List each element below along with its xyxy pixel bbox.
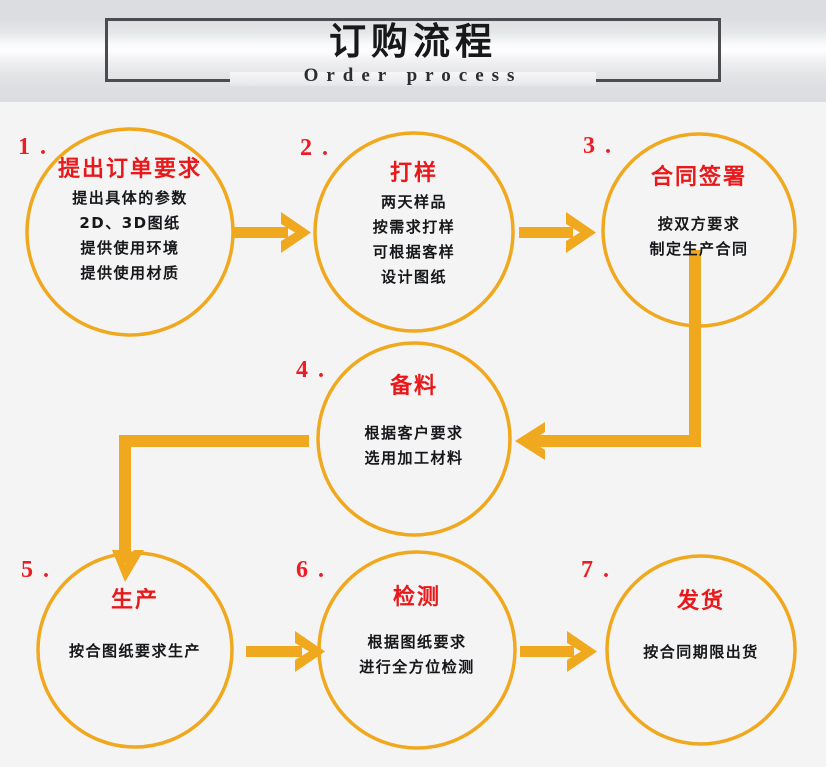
step-node-3[interactable]: 合同签署 按双方要求 制定生产合同 xyxy=(603,134,795,326)
step-title-4: 备料 xyxy=(389,374,438,399)
step-title-1: 提出订单要求 xyxy=(57,157,202,182)
connector-step1-to-step2 xyxy=(233,212,311,253)
step-lines-1: 提出具体的参数 2D、3D图纸 提供使用环境 提供使用材质 xyxy=(72,186,188,286)
connector-step6-to-step7 xyxy=(520,631,597,672)
step-line: 根据图纸要求 xyxy=(367,633,467,651)
step-line: 按双方要求 xyxy=(657,215,741,233)
step-title-6: 检测 xyxy=(392,585,441,610)
step-circle-1 xyxy=(25,127,235,337)
step-lines-5: 按合图纸要求生产 xyxy=(69,639,201,664)
step-node-2[interactable]: 打样 两天样品 按需求打样 可根据客样 设计图纸 xyxy=(315,133,513,331)
step-circle-6 xyxy=(317,550,517,750)
step-number-4: 4 . xyxy=(296,357,326,383)
step-node-6[interactable]: 检测 根据图纸要求 进行全方位检测 xyxy=(319,552,515,748)
step-line: 选用加工材料 xyxy=(364,449,464,467)
step-lines-7: 按合同期限出货 xyxy=(643,640,759,665)
step-number-7: 7 . xyxy=(581,557,611,583)
connector-step4-to-step5 xyxy=(112,435,309,582)
step-line: 按需求打样 xyxy=(372,218,456,236)
step-line: 设计图纸 xyxy=(380,268,447,286)
step-line: 提出具体的参数 xyxy=(72,189,188,207)
step-line: 提供使用环境 xyxy=(80,239,180,257)
step-line: 2D、3D图纸 xyxy=(79,214,181,232)
step-title-7: 发货 xyxy=(676,589,725,614)
step-line: 根据客户要求 xyxy=(364,424,464,442)
step-line: 按合图纸要求生产 xyxy=(68,642,201,660)
step-line: 可根据客样 xyxy=(372,243,456,261)
page-subtitle: Order process xyxy=(303,65,523,86)
step-node-1[interactable]: 提出订单要求 提出具体的参数 2D、3D图纸 提供使用环境 提供使用材质 xyxy=(27,129,233,335)
step-circle-3 xyxy=(601,132,797,328)
step-lines-3: 按双方要求 制定生产合同 xyxy=(649,212,748,262)
connector-step3-to-step4 xyxy=(515,250,701,460)
step-number-5: 5 . xyxy=(21,557,51,583)
step-title-3: 合同签署 xyxy=(650,165,747,190)
header-banner: 订购流程 Order process xyxy=(0,0,826,102)
step-node-4[interactable]: 备料 根据客户要求 选用加工材料 xyxy=(318,343,510,535)
step-circle-5 xyxy=(36,551,234,749)
header-frame-gap xyxy=(230,72,596,86)
page-title: 订购流程 xyxy=(329,20,497,63)
step-number-2: 2 . xyxy=(300,135,330,161)
step-number-3: 3 . xyxy=(583,133,613,159)
step-line: 提供使用材质 xyxy=(80,264,180,282)
connector-step2-to-step3 xyxy=(519,212,596,253)
order-process-flowchart: 1 . 提出订单要求 提出具体的参数 2D、3D图纸 提供使用环境 提供使用材质… xyxy=(0,102,826,767)
step-circle-7 xyxy=(605,554,797,746)
step-node-7[interactable]: 发货 按合同期限出货 xyxy=(607,556,795,744)
step-node-5[interactable]: 生产 按合图纸要求生产 xyxy=(38,553,232,747)
step-circle-4 xyxy=(316,341,512,537)
step-circle-2 xyxy=(313,131,515,333)
step-line: 两天样品 xyxy=(380,193,447,211)
step-number-6: 6 . xyxy=(296,557,326,583)
step-title-2: 打样 xyxy=(389,161,438,186)
step-line: 制定生产合同 xyxy=(649,240,749,258)
connector-step5-to-step6 xyxy=(246,631,325,672)
step-title-5: 生产 xyxy=(110,588,159,613)
step-lines-2: 两天样品 按需求打样 可根据客样 设计图纸 xyxy=(373,190,456,290)
step-number-1: 1 . xyxy=(18,134,48,160)
connector-layer xyxy=(25,127,797,750)
step-lines-4: 根据客户要求 选用加工材料 xyxy=(364,421,463,471)
step-line: 进行全方位检测 xyxy=(359,658,475,676)
step-lines-6: 根据图纸要求 进行全方位检测 xyxy=(359,630,475,680)
step-line: 按合同期限出货 xyxy=(643,643,759,661)
